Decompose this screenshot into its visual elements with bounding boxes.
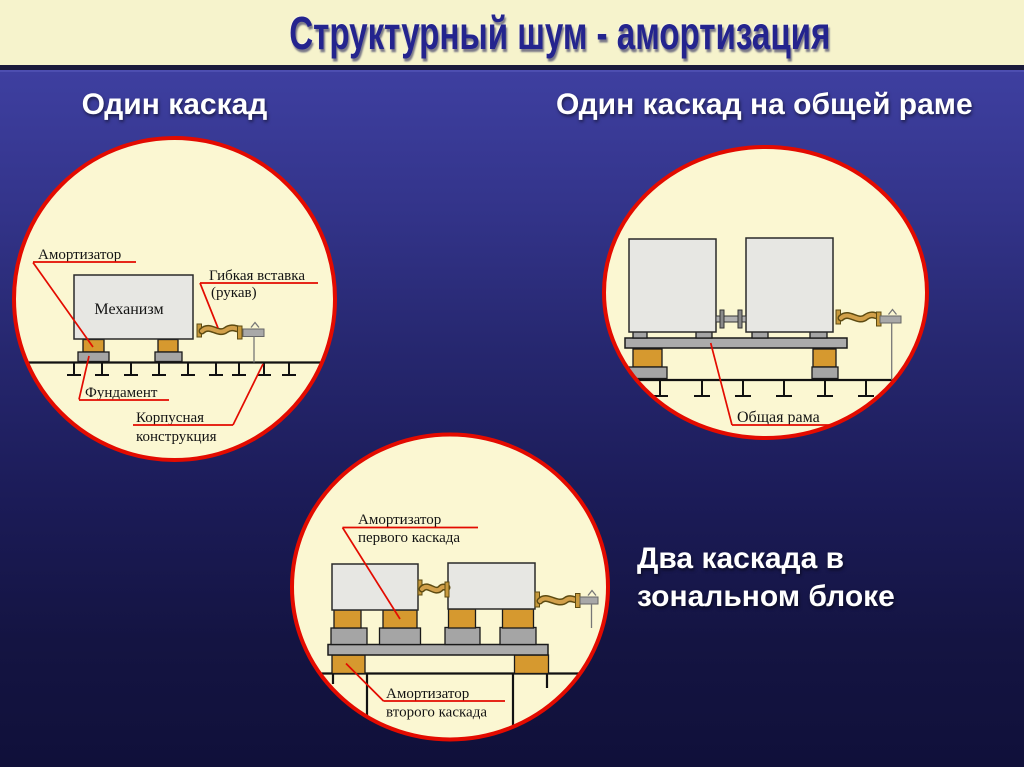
circle-border <box>12 136 337 462</box>
shock-absorber-left <box>82 338 105 353</box>
slide-title: Структурный шум - амортизация <box>289 6 831 59</box>
title-separator-highlight <box>0 70 1024 72</box>
flexible-hose <box>538 596 579 604</box>
title-separator <box>0 65 1024 70</box>
hull-structure-label-line1: Корпусная <box>136 410 204 426</box>
first-cascade-absorber-1 <box>333 609 362 629</box>
foundation-block-3 <box>444 626 481 646</box>
circle-border <box>602 145 929 440</box>
second-cascade-leader <box>345 662 385 702</box>
second-cascade-absorber-right <box>513 654 550 675</box>
foundation-block-4 <box>499 626 537 646</box>
flexible-insert-label-line2: (рукав) <box>211 285 257 301</box>
foundation-label: Фундамент <box>85 385 158 401</box>
foundation-block-right <box>154 351 183 363</box>
hull-structure-label-line2: конструкция <box>136 429 217 445</box>
diagram-two-cascades: Амортизатор первого каскада Амортизатор … <box>290 432 610 742</box>
heading-two-cascades-line2: зональном блоке <box>637 580 895 613</box>
hull-structure-leader <box>232 363 264 426</box>
foundation-leader <box>78 355 90 400</box>
common-frame-bar <box>327 643 549 656</box>
foundation-block-1 <box>330 627 368 646</box>
valve-arrow-icon <box>250 321 260 328</box>
pipe <box>579 596 599 605</box>
shock-absorber-leader <box>32 262 94 348</box>
hose-flange-right <box>237 325 243 340</box>
foundation-block-2 <box>378 627 422 646</box>
heading-two-cascades-line1: Два каскада в <box>637 542 845 575</box>
flexible-hose <box>839 312 880 321</box>
middle-hose-flange-right <box>444 581 450 598</box>
first-cascade-leader <box>341 527 401 620</box>
heading-one-cascade-common-frame: Один каскад на общей раме <box>556 88 973 121</box>
machine-box-left <box>628 238 717 333</box>
valve-arrow-icon <box>887 308 898 315</box>
valve-arrow-icon <box>587 589 597 596</box>
machine-box-right <box>745 237 834 333</box>
hull-ribs <box>67 363 296 376</box>
coupling-flange-left <box>719 309 725 329</box>
heading-one-cascade: Один каскад <box>81 88 268 121</box>
machine-box-left <box>331 563 419 611</box>
pipe <box>879 315 902 324</box>
common-frame-bar <box>624 337 848 349</box>
foundation-block-left <box>77 351 110 363</box>
shock-absorber-right <box>157 338 179 353</box>
hose-flange-right <box>575 593 581 608</box>
diagram-one-cascade: Механизм Амортизатор Гибкая вставка (рук… <box>12 136 337 462</box>
title-band: Структурный шум - амортизация <box>0 0 1024 65</box>
coupling-flange-right <box>737 309 743 329</box>
mechanism-label: Механизм <box>94 301 163 318</box>
common-frame-label: Общая рама <box>737 409 820 426</box>
first-cascade-absorber-3 <box>447 608 477 629</box>
second-cascade-absorber-left <box>331 654 366 675</box>
machine-box-right <box>447 562 536 610</box>
common-frame-leader <box>709 342 733 426</box>
heading-two-cascades: Два каскада в зональном блоке <box>637 540 895 616</box>
shock-absorber-right <box>812 348 837 368</box>
first-cascade-absorber-4 <box>501 608 535 629</box>
second-cascade-label-line2: второго каскада <box>386 705 487 721</box>
pipe <box>242 328 265 337</box>
shock-absorber-left <box>632 348 663 368</box>
second-cascade-label-line1: Амортизатор <box>386 686 469 702</box>
first-cascade-label-line1: Амортизатор <box>358 512 441 528</box>
foundation-block-right <box>811 366 839 380</box>
first-cascade-label-line2: первого каскада <box>358 530 460 546</box>
circle-border <box>290 432 610 742</box>
flexible-hose <box>200 325 241 334</box>
mechanism-box <box>73 274 194 340</box>
flexible-insert-leader <box>199 282 219 329</box>
shock-absorber-label: Амортизатор <box>38 247 121 263</box>
flexible-insert-label-line1: Гибкая вставка <box>209 268 305 284</box>
coupling-shaft <box>715 315 747 323</box>
diagram-common-frame: Общая рама <box>602 145 929 440</box>
